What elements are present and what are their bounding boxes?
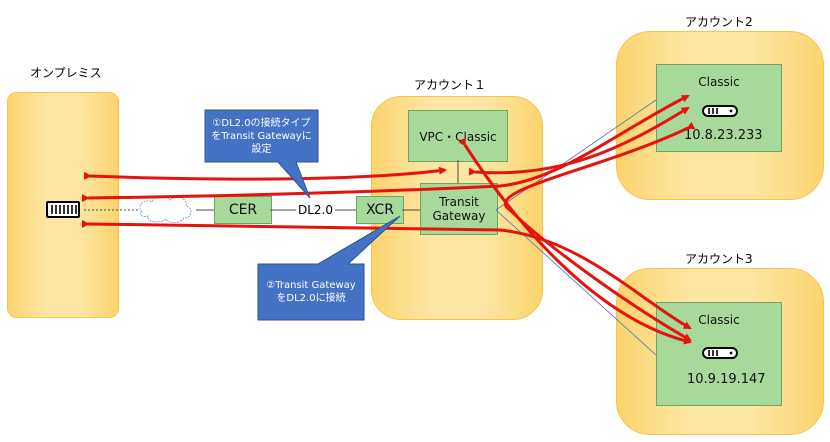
link-lines xyxy=(84,160,459,211)
account2-label: アカウント2 xyxy=(685,15,753,29)
cloud-icon xyxy=(139,195,192,224)
route-arrows xyxy=(81,94,696,345)
ip-acct3: 10.9.19.147 xyxy=(687,372,766,387)
onprem-label: オンプレミス xyxy=(30,66,102,80)
callout-2-text: ②Transit Gateway をDL2.0に接続 xyxy=(266,280,356,304)
ip-acct2: 10.8.23.233 xyxy=(684,128,763,143)
cer-label: CER xyxy=(228,202,258,218)
dl20-label: DL2.0 xyxy=(296,203,336,217)
account3-label: アカウント3 xyxy=(685,252,753,266)
callout-1 xyxy=(204,109,319,199)
xcr-label: XCR xyxy=(365,202,395,218)
server-icon xyxy=(702,105,738,117)
callout-1-text: ①DL2.0の接続タイプ をTransit Gatewayに 設定 xyxy=(211,118,312,155)
callout-2 xyxy=(257,215,401,321)
classic3-label: Classic xyxy=(698,313,740,327)
router-icon xyxy=(46,201,80,218)
classic2-label: Classic xyxy=(698,75,740,89)
server-icon xyxy=(702,347,738,359)
account1-label: アカウント１ xyxy=(414,78,487,92)
